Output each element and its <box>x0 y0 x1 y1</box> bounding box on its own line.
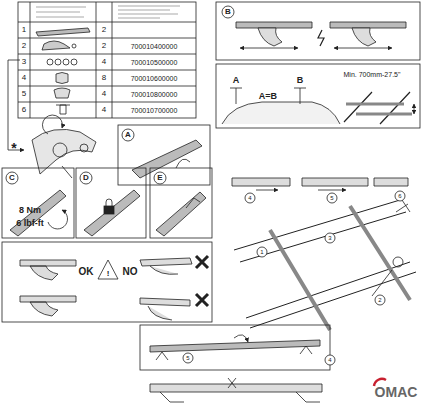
part-code: 700010500000 <box>131 59 178 66</box>
row-number: 1 <box>22 26 26 34</box>
callout-circle <box>80 172 92 184</box>
callout-circle <box>257 247 267 257</box>
quantity-cell: 8 <box>102 74 106 82</box>
torque-value: 6 lbf-ft <box>16 219 44 228</box>
note-star: * <box>11 141 16 155</box>
callout-number: 5 <box>330 195 333 201</box>
distance-label: B <box>297 76 304 85</box>
step-letter: B <box>225 8 231 16</box>
brand-logo: OMAC <box>375 385 418 399</box>
quantity-cell: 4 <box>102 58 106 66</box>
step-letter: D <box>83 174 89 182</box>
callout-circle <box>325 233 335 243</box>
quantity-cell: 2 <box>102 26 106 34</box>
callout-circle <box>375 295 385 305</box>
no-mark: NO <box>123 267 138 277</box>
part-code: 700010400000 <box>131 43 178 50</box>
callout-number: 4 <box>248 195 251 201</box>
distance-label: A=B <box>259 92 277 101</box>
dimension-label: Min. 700mm-27.5" <box>344 71 401 78</box>
callout-circle <box>327 193 337 203</box>
callout-number: 3 <box>328 235 331 241</box>
row-number: 2 <box>22 42 26 50</box>
callout-circle <box>183 353 193 363</box>
callout-circle <box>122 129 134 141</box>
callout-number: 4 <box>328 357 331 363</box>
row-number: 3 <box>22 58 26 66</box>
ok-mark: OK <box>79 267 94 277</box>
torque-value: 8 Nm <box>19 206 41 215</box>
row-number: 6 <box>22 106 26 114</box>
callout-number: 5 <box>186 355 189 361</box>
row-number: 5 <box>22 90 26 98</box>
quantity-cell: 2 <box>102 42 106 50</box>
part-code: 700010700000 <box>131 107 178 114</box>
callout-circle <box>6 172 18 184</box>
callout-circle <box>325 355 335 365</box>
callout-circle <box>222 6 234 18</box>
step-letter: C <box>9 174 15 182</box>
callout-circle <box>395 191 405 201</box>
distance-label: A <box>233 76 240 85</box>
callout-number: 2 <box>378 297 381 303</box>
part-code: 700010800000 <box>131 91 178 98</box>
step-letter: A <box>125 131 131 139</box>
quantity-cell: 4 <box>102 90 106 98</box>
part-code: 700010600000 <box>131 75 178 82</box>
step-letter: E <box>157 174 162 182</box>
callout-circle <box>245 193 255 203</box>
callout-circle <box>154 172 166 184</box>
callout-number: 1 <box>260 249 263 255</box>
warning-sign: ! <box>107 270 110 278</box>
row-number: 4 <box>22 74 26 82</box>
quantity-cell: 4 <box>102 106 106 114</box>
callout-number: 6 <box>398 193 401 199</box>
